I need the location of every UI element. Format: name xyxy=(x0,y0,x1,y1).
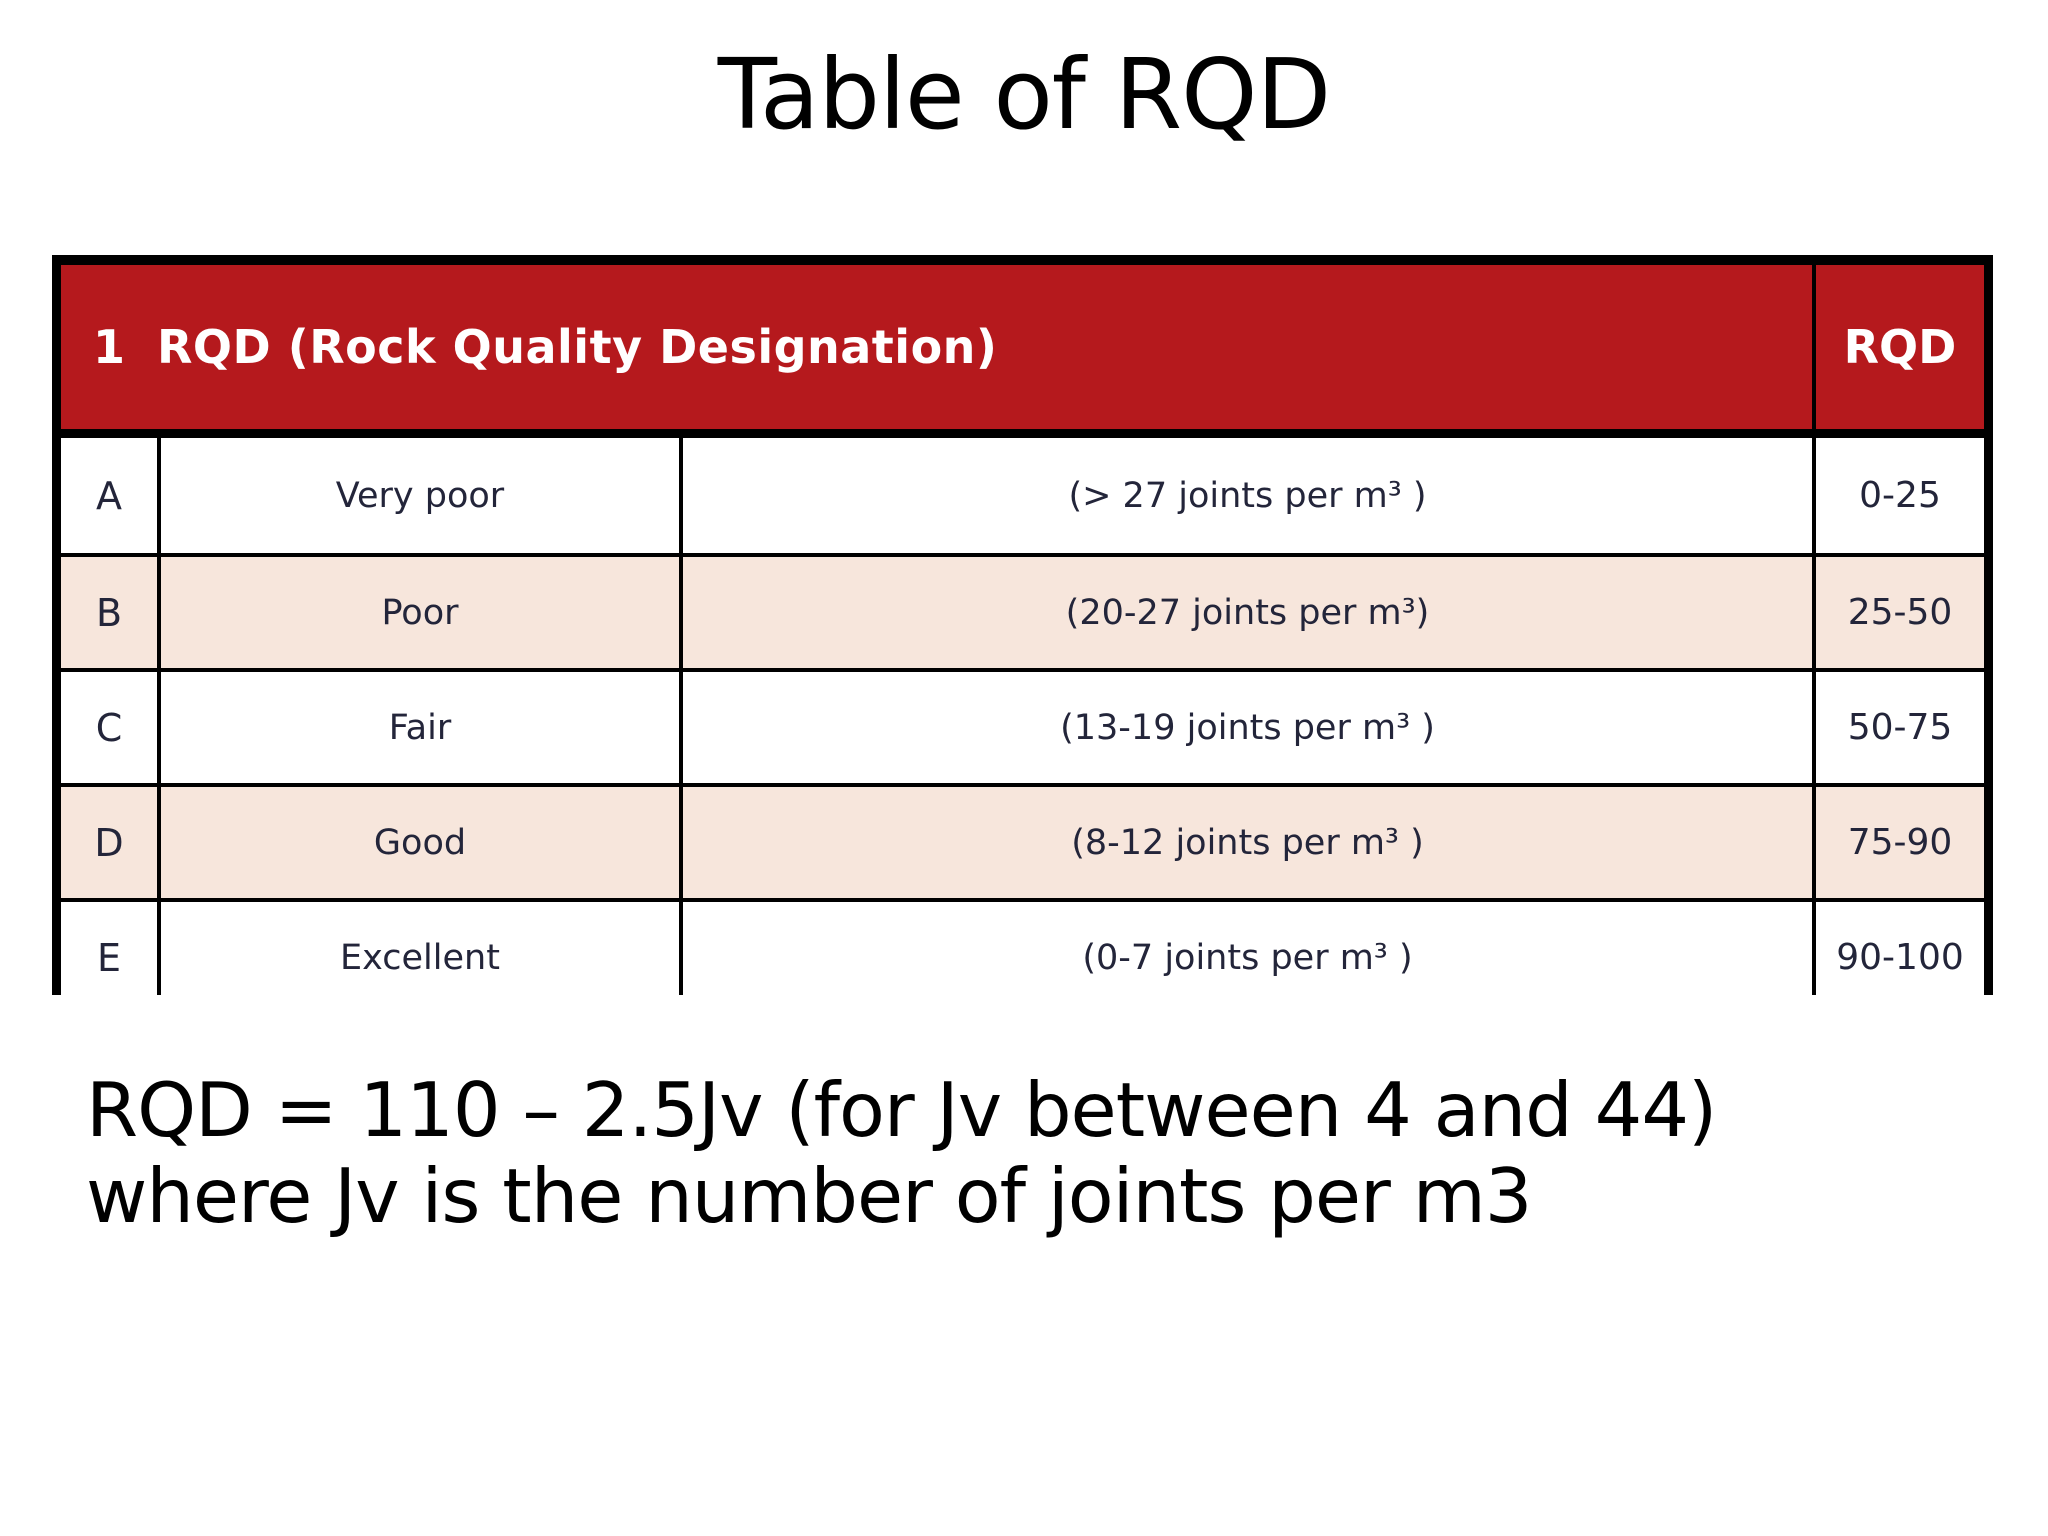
table-row-d: D Good (8-12 joints per m³ ) 75-90 xyxy=(61,783,1984,898)
cell-classification: Excellent xyxy=(157,902,679,995)
table-header-main-cell: 1 RQD (Rock Quality Designation) xyxy=(61,265,1812,429)
cell-letter: C xyxy=(95,705,123,750)
table-row-b: B Poor (20-27 joints per m³) 25-50 xyxy=(61,553,1984,668)
table-row-c: C Fair (13-19 joints per m³ ) 50-75 xyxy=(61,668,1984,783)
cell-letter: D xyxy=(94,820,124,865)
formula-line-1: RQD = 110 – 2.5Jv (for Jv between 4 and … xyxy=(86,1066,1717,1154)
cell-joints: (13-19 joints per m³ ) xyxy=(679,672,1812,783)
cell-rqd: 75-90 xyxy=(1812,787,1984,898)
cell-classification: Good xyxy=(157,787,679,898)
formula-line-2: where Jv is the number of joints per m3 xyxy=(86,1151,1533,1240)
table-row-a: A Very poor (> 27 joints per m³ ) 0-25 xyxy=(61,438,1984,553)
cell-joints: (0-7 joints per m³ ) xyxy=(679,902,1812,995)
cell-rqd: 0-25 xyxy=(1812,438,1984,553)
cell-rqd: 25-50 xyxy=(1812,557,1984,668)
rqd-formula-note: RQD = 110 – 2.5Jv (for Jv between 4 and … xyxy=(86,1066,1886,1240)
cell-classification: Very poor xyxy=(157,438,679,553)
rqd-table: 1 RQD (Rock Quality Designation) RQD A V… xyxy=(52,255,1993,995)
table-header-rqd-cell: RQD xyxy=(1812,265,1984,429)
cell-letter: A xyxy=(96,473,122,518)
cell-classification: Fair xyxy=(157,672,679,783)
cell-letter: E xyxy=(96,935,121,980)
table-row-e: E Excellent (0-7 joints per m³ ) 90-100 xyxy=(61,898,1984,995)
cell-joints: (20-27 joints per m³) xyxy=(679,557,1812,668)
cell-joints: (8-12 joints per m³ ) xyxy=(679,787,1812,898)
cell-classification: Poor xyxy=(157,557,679,668)
table-header-index: 1 xyxy=(92,320,125,374)
cell-rqd: 50-75 xyxy=(1812,672,1984,783)
cell-joints: (> 27 joints per m³ ) xyxy=(679,438,1812,553)
table-header-title: RQD (Rock Quality Designation) xyxy=(157,320,998,374)
cell-letter: B xyxy=(95,590,123,635)
table-header-row: 1 RQD (Rock Quality Designation) RQD xyxy=(61,265,1984,438)
page-title: Table of RQD xyxy=(717,38,1331,151)
cell-rqd: 90-100 xyxy=(1812,902,1984,995)
